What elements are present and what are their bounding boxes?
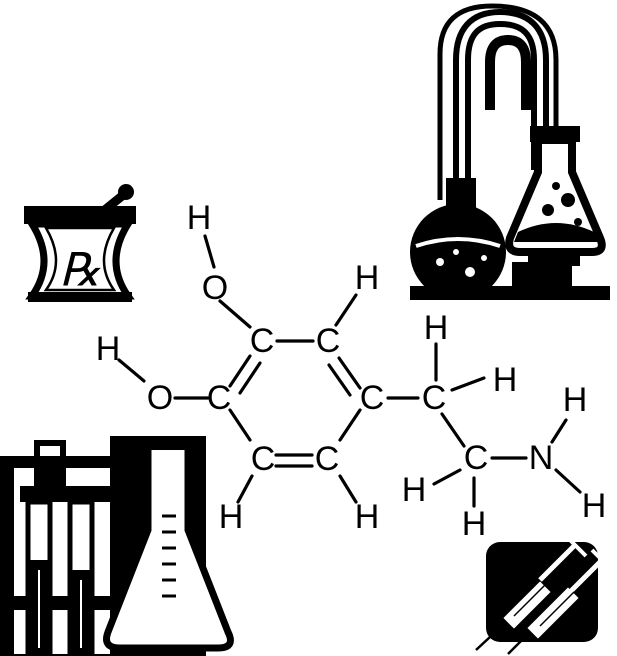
bond-c4-h bbox=[338, 474, 358, 504]
mortar-and-pestle-icon: ℞ bbox=[24, 184, 136, 302]
atom-n: N bbox=[529, 439, 554, 477]
bond-o1-c1 bbox=[218, 299, 252, 329]
atom-h-c2: H bbox=[355, 259, 380, 297]
atom-c2: C bbox=[316, 322, 341, 360]
atom-c1: C bbox=[250, 322, 275, 360]
atom-c7: C bbox=[422, 379, 447, 417]
bond-o1-h bbox=[203, 234, 216, 269]
atom-h-c8a: H bbox=[402, 471, 427, 509]
bond-c8-ha bbox=[432, 468, 462, 486]
atom-h-c4: H bbox=[355, 498, 380, 536]
distillation-flasks-icon bbox=[410, 3, 610, 300]
bond-o2-h bbox=[117, 358, 146, 383]
atom-h-oh2: H bbox=[96, 330, 121, 368]
bond-c2-h bbox=[334, 293, 358, 327]
molecule-atoms: H O H O C C H C C C C H H C H H C H H N … bbox=[96, 199, 607, 543]
atom-c6: C bbox=[207, 379, 232, 417]
bond-c7-c8 bbox=[440, 412, 466, 448]
atom-c3: C bbox=[360, 379, 385, 417]
test-tubes-and-beaker-icon bbox=[0, 436, 234, 656]
bond-c6-c1-double bbox=[238, 361, 262, 395]
atom-h-c7b: H bbox=[493, 361, 518, 399]
bond-c3-c4 bbox=[338, 408, 362, 442]
syringes-icon bbox=[475, 534, 614, 655]
atom-h-c8b: H bbox=[462, 505, 487, 543]
atom-o2: O bbox=[147, 379, 173, 417]
atom-o1: O bbox=[202, 269, 228, 307]
bond-n-h2 bbox=[554, 468, 582, 494]
atom-c8: C bbox=[464, 439, 489, 477]
molecule-bonds bbox=[117, 234, 582, 508]
bond-c5-h bbox=[236, 474, 254, 504]
atom-h-n2: H bbox=[582, 487, 607, 525]
bond-c7-hb bbox=[450, 376, 486, 392]
atom-h-c7a: H bbox=[424, 309, 449, 347]
atom-h-c5: H bbox=[219, 498, 244, 536]
atom-h-n1: H bbox=[563, 381, 588, 419]
bond-c2-c3 bbox=[337, 356, 362, 390]
atom-c4: C bbox=[315, 440, 340, 478]
bond-c2-c3-double bbox=[327, 363, 352, 397]
bond-c6-c1 bbox=[228, 354, 252, 388]
rx-symbol: ℞ bbox=[59, 245, 101, 296]
bond-c5-c6 bbox=[228, 408, 252, 442]
atom-h-oh1: H bbox=[187, 199, 212, 237]
bond-n-h1 bbox=[550, 418, 568, 444]
atom-c5: C bbox=[251, 440, 276, 478]
